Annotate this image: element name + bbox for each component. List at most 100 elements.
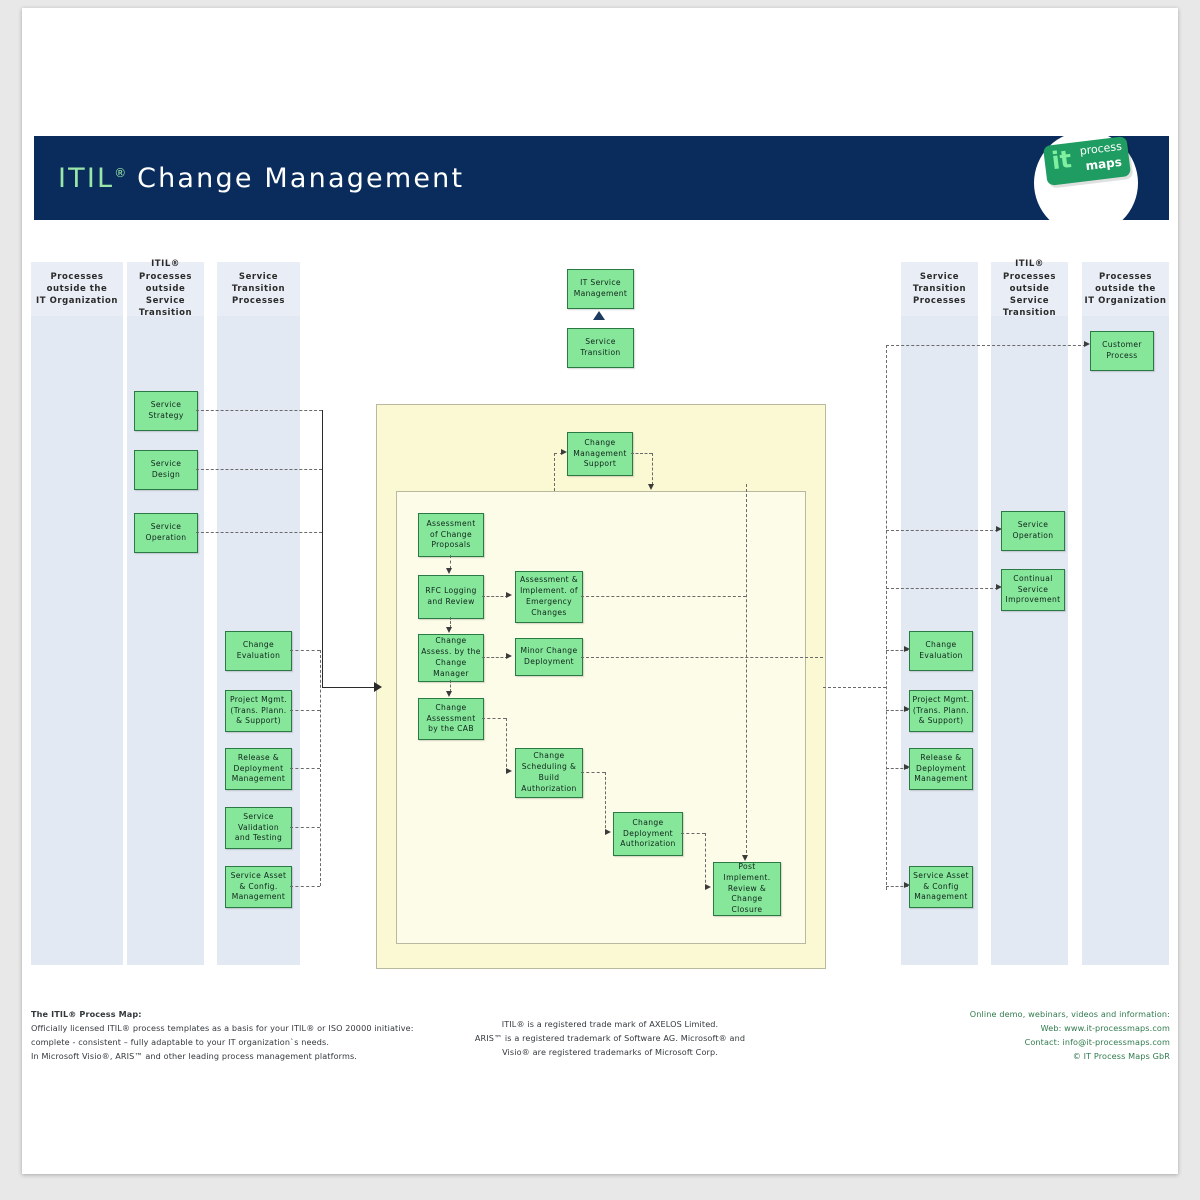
connector-project-management-left bbox=[290, 710, 320, 711]
project-management-right[interactable]: Project Mgmt.(Trans. Plann.& Support) bbox=[909, 690, 973, 732]
arrow-right-icon bbox=[996, 526, 1002, 532]
connector-service-asset-left bbox=[290, 886, 320, 887]
arrow-right-icon bbox=[904, 882, 910, 888]
connector-emergency-right bbox=[581, 596, 746, 597]
title-itil: ITIL bbox=[58, 163, 115, 194]
connector-cab-down bbox=[506, 718, 507, 772]
connector-release-deployment-left bbox=[290, 768, 320, 769]
arrow-right-icon bbox=[904, 764, 910, 770]
arrow-right-icon bbox=[705, 884, 711, 890]
footer-web-link[interactable]: Web: www.it-processmaps.com bbox=[1040, 1022, 1170, 1033]
arrow-down-icon bbox=[446, 568, 452, 574]
arrow-right-icon bbox=[996, 584, 1002, 590]
connector-cms-out-horz bbox=[631, 453, 652, 454]
project-management[interactable]: Project Mgmt.(Trans. Plann.& Support) bbox=[225, 690, 292, 732]
footer-right-line-1: Online demo, webinars, videos and inform… bbox=[969, 1009, 1170, 1019]
footer-mid-line-2: ARIS™ is a registered trademark of Softw… bbox=[474, 1032, 746, 1043]
arrow-right-icon bbox=[506, 653, 512, 659]
connector-change-evaluation-left bbox=[290, 650, 320, 651]
footer-copyright: © IT Process Maps GbR bbox=[1072, 1050, 1170, 1061]
lane-itil-outside-st-left bbox=[127, 262, 204, 965]
footer-left-line-2: Officially licensed ITIL® process templa… bbox=[31, 1022, 414, 1033]
connector-service-operation bbox=[196, 532, 322, 533]
connector-to-project-management-right bbox=[886, 710, 908, 711]
connector-cms-to-post-review bbox=[746, 484, 747, 858]
footer-mid-line-1: ITIL® is a registered trade mark of AXEL… bbox=[501, 1019, 719, 1029]
connector-to-release-deployment-right bbox=[886, 768, 908, 769]
footer-left-line-4: In Microsoft Visio®, ARIS™ and other lea… bbox=[31, 1050, 357, 1061]
connector-cda-out bbox=[681, 833, 705, 834]
connector-cacm-to-cab bbox=[450, 680, 451, 692]
footer-email-link[interactable]: Contact: info@it-processmaps.com bbox=[1024, 1036, 1170, 1047]
footer-left-line-1: The ITIL® Process Map: bbox=[31, 1009, 142, 1019]
arrow-down-icon bbox=[446, 627, 452, 633]
connector-cms-in-horz bbox=[554, 453, 563, 454]
logo-it-text: it bbox=[1050, 144, 1074, 176]
lane-processes-outside-it-right bbox=[1082, 262, 1169, 965]
connector-to-change-evaluation-right bbox=[886, 650, 908, 651]
connector-sched-down bbox=[605, 772, 606, 833]
arrow-right-icon bbox=[1084, 341, 1090, 347]
connector-left-into-container bbox=[322, 687, 380, 688]
connector-right-trunk bbox=[886, 345, 887, 890]
footer-left: The ITIL® Process Map: Officially licens… bbox=[31, 1008, 461, 1064]
arrow-down-icon bbox=[648, 484, 654, 490]
footer-left-line-3: complete - consistent – fully adaptable … bbox=[31, 1036, 330, 1047]
connector-service-validation-left bbox=[290, 827, 320, 828]
lane-processes-outside-it-left bbox=[31, 262, 123, 965]
connector-to-service-asset-right bbox=[886, 886, 908, 887]
arrow-up-icon bbox=[593, 311, 605, 320]
connector-left-trunk bbox=[322, 410, 323, 687]
arrow-right-icon bbox=[506, 592, 512, 598]
footer-trademarks: ITIL® is a registered trade mark of AXEL… bbox=[450, 1018, 770, 1060]
service-asset-config[interactable]: Service Asset& Config.Management bbox=[225, 866, 292, 908]
logo-maps-text: maps bbox=[1084, 154, 1123, 174]
connector-cacm-to-minor bbox=[482, 657, 508, 658]
arrow-right-icon bbox=[904, 646, 910, 652]
arrow-right-icon bbox=[374, 682, 382, 692]
arrow-down-icon bbox=[446, 691, 452, 697]
lane-service-transition-left bbox=[217, 262, 300, 965]
connector-acp-to-rfc bbox=[450, 555, 451, 569]
arrow-right-icon bbox=[904, 706, 910, 712]
arrow-right-icon bbox=[561, 449, 567, 455]
lane-service-transition-right bbox=[901, 262, 978, 965]
connector-cms-in-vert bbox=[554, 453, 555, 491]
title-bar bbox=[34, 136, 1169, 220]
connector-rfc-to-cacm bbox=[450, 617, 451, 628]
arrow-right-icon bbox=[506, 768, 512, 774]
connector-to-csi bbox=[886, 588, 998, 589]
connector-left-st-trunk bbox=[320, 650, 321, 886]
connector-minor-right bbox=[581, 657, 823, 658]
connector-to-service-operation-right bbox=[886, 530, 998, 531]
